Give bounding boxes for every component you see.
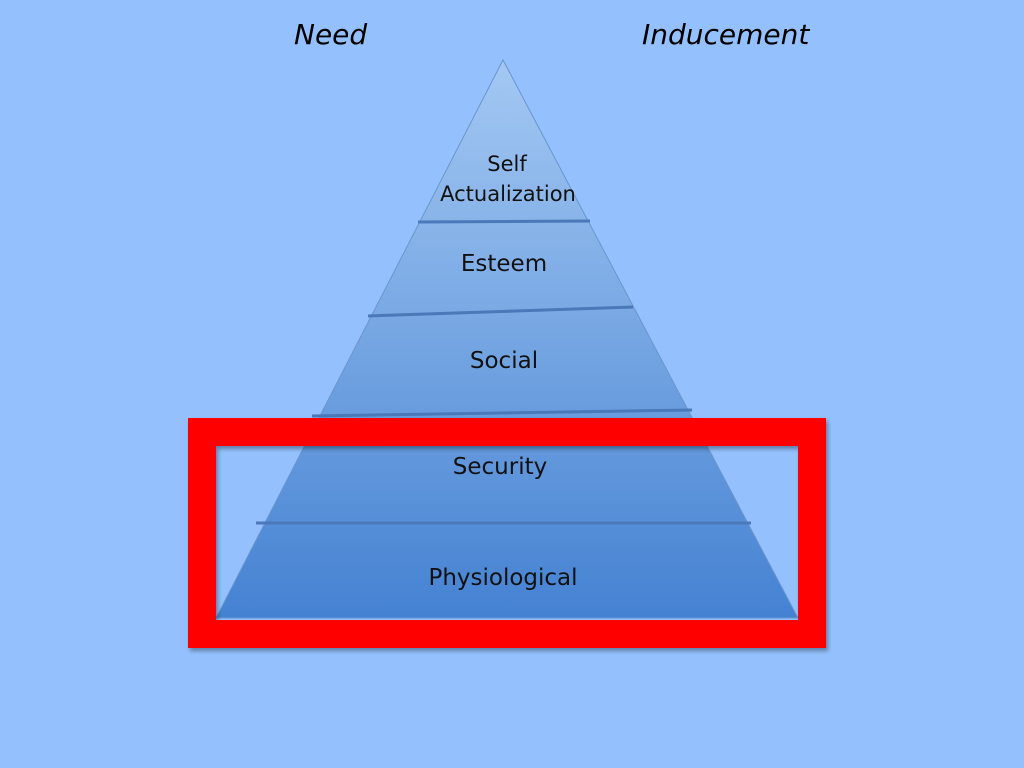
layer-label-security: Security xyxy=(453,454,547,480)
divider-social-security xyxy=(311,408,693,418)
divider-esteem-social xyxy=(367,305,634,318)
layer-label-social: Social xyxy=(470,348,538,374)
layer-label-physiological: Physiological xyxy=(428,565,577,591)
layer-dividers xyxy=(256,219,751,525)
layer-label-self: Self xyxy=(487,152,527,176)
divider-self-esteem xyxy=(417,219,591,224)
pyramid-body xyxy=(215,58,799,619)
highlight-frame xyxy=(188,418,826,648)
need-heading: Need xyxy=(294,18,368,51)
layer-label-esteem: Esteem xyxy=(461,251,547,277)
layer-label-actualization: Actualization xyxy=(440,182,576,206)
inducement-heading: Inducement xyxy=(642,18,810,51)
